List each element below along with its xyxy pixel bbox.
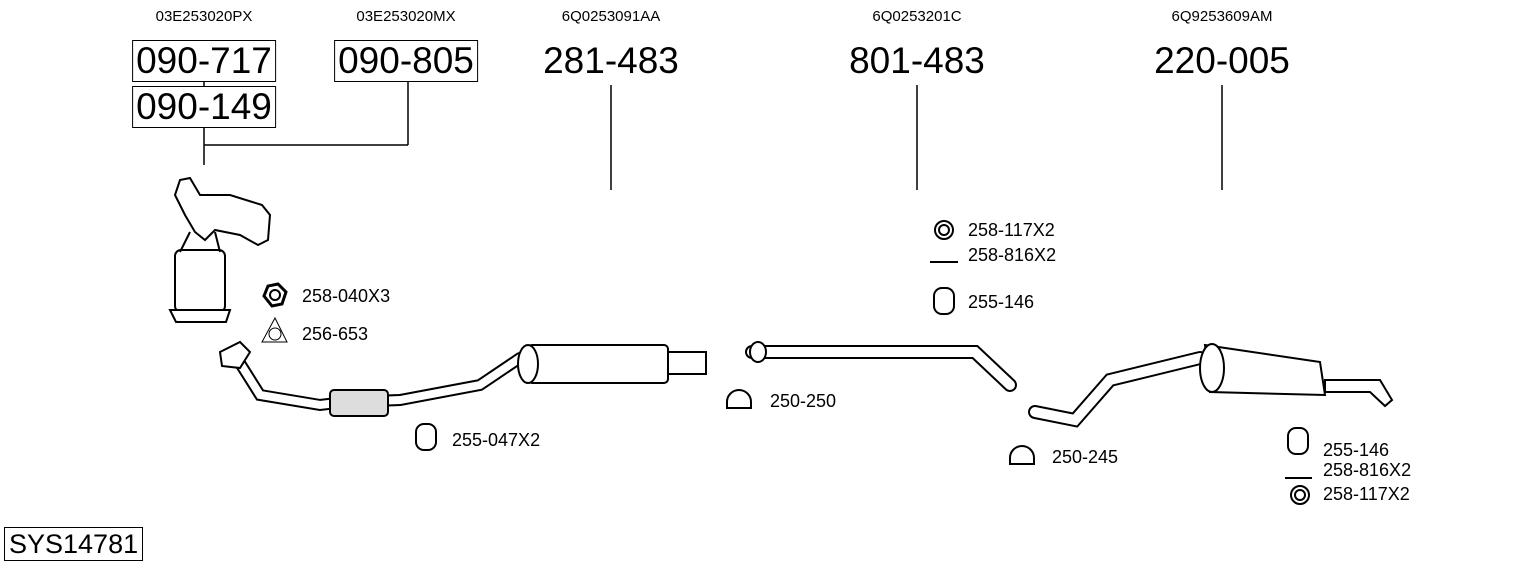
accessory-gasket[interactable]: 256-653 — [302, 324, 369, 344]
accessory-clamp-front[interactable]: 250-250 — [770, 391, 837, 411]
accessory-rubber-mount-front[interactable]: 255-047X2 — [452, 430, 541, 450]
part-090-149[interactable]: 090-149 — [132, 86, 276, 128]
accessory-bolt-mid[interactable]: 258-816X2 — [968, 245, 1057, 265]
leader-lines — [203, 82, 1223, 190]
accessory-clamp-rear[interactable]: 250-245 — [1052, 447, 1119, 467]
accessory-ring-mid[interactable]: 258-117X2 — [968, 220, 1055, 240]
oe-number-3: 6Q0253091AA — [561, 8, 661, 25]
accessory-bolt-rear[interactable]: 258-816X2 — [1323, 460, 1412, 480]
part-281-483[interactable]: 281-483 — [543, 40, 679, 81]
oe-number-1: 03E253020PX — [155, 8, 253, 25]
part-090-805[interactable]: 090-805 — [334, 40, 478, 82]
intermediate-pipe — [745, 341, 1017, 392]
part-090-717[interactable]: 090-717 — [132, 40, 276, 82]
front-pipe — [218, 340, 526, 417]
rubber-mount-icon — [1287, 427, 1309, 455]
rear-silencer — [1199, 343, 1394, 408]
accessory-ring-rear[interactable]: 258-117X2 — [1323, 484, 1410, 504]
rubber-mount-icon — [415, 423, 437, 451]
middle-silencer — [517, 344, 707, 384]
system-id: SYS14781 — [4, 527, 144, 561]
oe-number-5: 6Q9253609AM — [1171, 8, 1273, 25]
oe-number-2: 03E253020MX — [356, 8, 456, 25]
rear-pipe — [1028, 351, 1207, 428]
accessory-mount-rear[interactable]: 255-146 — [1323, 440, 1390, 460]
rubber-mount-icon — [933, 287, 955, 315]
clamp-icon — [1009, 445, 1035, 465]
manifold-catalyst — [168, 176, 272, 323]
clamp-icon — [726, 389, 752, 409]
part-220-005[interactable]: 220-005 — [1154, 40, 1290, 81]
oe-number-4: 6Q0253201C — [872, 8, 962, 25]
accessory-nut[interactable]: 258-040X3 — [302, 286, 391, 306]
accessory-mount-mid[interactable]: 255-146 — [968, 292, 1035, 312]
part-801-483[interactable]: 801-483 — [849, 40, 985, 81]
